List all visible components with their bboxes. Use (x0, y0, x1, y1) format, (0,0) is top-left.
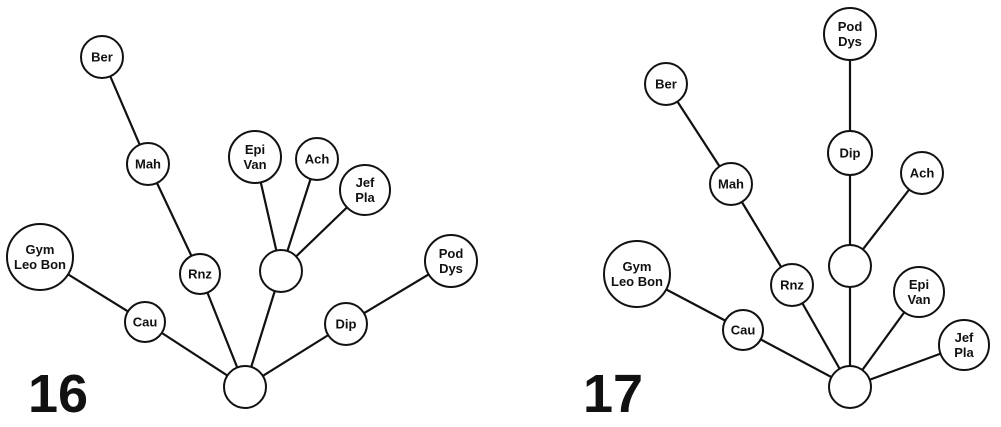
node-ber: Ber (644, 62, 688, 106)
node-label: Van (243, 157, 266, 172)
node-circle (938, 319, 990, 371)
node-circle (339, 164, 391, 216)
node-circle (223, 365, 267, 409)
node-label: Ber (91, 50, 113, 65)
figure-number: 17 (583, 364, 643, 424)
node-circle (770, 263, 814, 307)
node-circle (179, 253, 221, 295)
node-label: Dip (840, 146, 861, 161)
node-label: Cau (731, 323, 756, 338)
node-circle (827, 130, 873, 176)
node-circle (893, 266, 945, 318)
node-dip: Dip (324, 302, 368, 346)
node-label: Pod (439, 246, 464, 261)
node-label: Ber (655, 77, 677, 92)
node-circle (295, 137, 339, 181)
node-ach: Ach (295, 137, 339, 181)
node-root (223, 365, 267, 409)
node-label: Cau (133, 315, 158, 330)
node-hub (259, 249, 303, 293)
node-circle (324, 302, 368, 346)
node-circle (126, 142, 170, 186)
node-label: Van (907, 292, 930, 307)
node-circle (259, 249, 303, 293)
node-label: Pla (355, 190, 375, 205)
node-circle (823, 7, 877, 61)
node-circle (80, 35, 124, 79)
node-label: Mah (135, 157, 161, 172)
node-root (828, 365, 872, 409)
node-hub (828, 244, 872, 288)
node-dip: Dip (827, 130, 873, 176)
node-circle (709, 162, 753, 206)
node-label: Dys (838, 34, 862, 49)
node-label: Pla (954, 345, 974, 360)
node-circle (828, 365, 872, 409)
node-label: Rnz (780, 278, 804, 293)
node-label: Pod (838, 19, 863, 34)
node-label: Gym (26, 242, 55, 257)
node-circle (228, 130, 282, 184)
node-label: Dip (336, 317, 357, 332)
node-label: Mah (718, 177, 744, 192)
node-rnz: Rnz (770, 263, 814, 307)
node-mah: Mah (709, 162, 753, 206)
node-label: Leo Bon (611, 274, 663, 289)
node-label: Jef (356, 175, 375, 190)
node-circle (900, 151, 944, 195)
node-label: Epi (909, 277, 929, 292)
node-circle (424, 234, 478, 288)
tree-edges (39, 56, 452, 388)
node-rnz: Rnz (179, 253, 221, 295)
node-cau: Cau (124, 301, 166, 343)
node-label: Ach (305, 152, 330, 167)
node-label: Leo Bon (14, 257, 66, 272)
figure-number: 16 (28, 364, 88, 424)
node-ber: Ber (80, 35, 124, 79)
node-label: Jef (955, 330, 974, 345)
node-circle (6, 223, 74, 291)
node-label: Rnz (188, 267, 212, 282)
node-circle (124, 301, 166, 343)
node-mah: Mah (126, 142, 170, 186)
node-circle (644, 62, 688, 106)
node-label: Dys (439, 261, 463, 276)
node-circle (722, 309, 764, 351)
node-label: Ach (910, 166, 935, 181)
node-cau: Cau (722, 309, 764, 351)
node-ach: Ach (900, 151, 944, 195)
node-circle (603, 240, 671, 308)
node-label: Epi (245, 142, 265, 157)
node-label: Gym (623, 259, 652, 274)
node-circle (828, 244, 872, 288)
